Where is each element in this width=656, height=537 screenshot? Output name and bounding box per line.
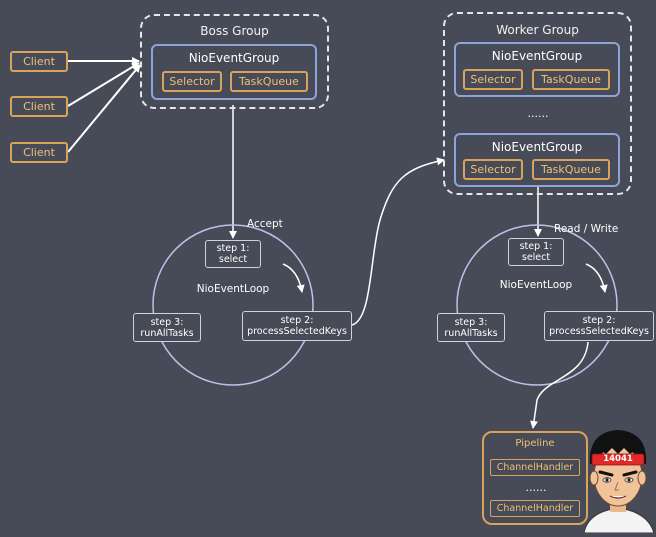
step-title: step 1: bbox=[519, 241, 553, 252]
worker-loop-label: NioEventLoop bbox=[499, 279, 573, 291]
cartoon-face-icon bbox=[583, 430, 655, 534]
boss-loop-circle bbox=[152, 224, 314, 386]
selector-box: Selector bbox=[463, 159, 523, 180]
worker-group-title: Worker Group bbox=[496, 23, 579, 37]
boss-step-1: step 1: select bbox=[205, 240, 261, 268]
boss-loop-direction-arrow bbox=[282, 263, 305, 293]
worker-step-3: step 3: runAllTasks bbox=[437, 313, 505, 342]
boss-step-2: step 2: processSelectedKeys bbox=[242, 311, 352, 341]
step-title: step 1: bbox=[216, 243, 250, 254]
boss-step-3: step 3: runAllTasks bbox=[133, 313, 201, 342]
pipeline-ellipsis: ...... bbox=[525, 481, 547, 494]
register-arrow bbox=[351, 157, 445, 326]
pipeline-box: Pipeline bbox=[482, 431, 588, 525]
worker-step-2: step 2: processSelectedKeys bbox=[544, 311, 654, 341]
channel-handler-2: ChannelHandler bbox=[490, 500, 580, 517]
selector-box: Selector bbox=[463, 69, 523, 90]
step-title: step 2: bbox=[280, 315, 314, 326]
client-box: Client bbox=[10, 96, 68, 117]
channel-handler-1: ChannelHandler bbox=[490, 459, 580, 476]
task-queue-box: TaskQueue bbox=[230, 71, 308, 92]
step-action: select bbox=[218, 254, 248, 265]
boss-loop-label: NioEventLoop bbox=[196, 283, 270, 295]
worker-loop-direction-arrow bbox=[585, 263, 608, 293]
boss-group: Boss Group bbox=[140, 14, 329, 109]
step-action: runAllTasks bbox=[140, 327, 194, 339]
headband-badge-text: 14041 bbox=[603, 454, 633, 464]
client-box: Client bbox=[10, 51, 68, 72]
client-3-arrow bbox=[67, 64, 141, 153]
step-action: processSelectedKeys bbox=[247, 326, 347, 337]
step-title: step 3: bbox=[454, 316, 488, 328]
pipeline-arrow bbox=[530, 341, 589, 429]
boss-group-title: Boss Group bbox=[200, 24, 269, 38]
worker-loop-circle bbox=[456, 224, 618, 386]
step-title: step 3: bbox=[150, 316, 184, 328]
accept-label: Accept bbox=[247, 218, 283, 230]
step-action: runAllTasks bbox=[444, 327, 498, 339]
step-title: step 2: bbox=[582, 315, 616, 326]
avatar: 14041 bbox=[580, 424, 656, 534]
worker-step-1: step 1: select bbox=[508, 238, 564, 266]
client-2-arrow bbox=[67, 62, 140, 107]
worker-group: Worker Group bbox=[443, 12, 632, 195]
task-queue-box: TaskQueue bbox=[532, 69, 610, 90]
event-group-title: NioEventGroup bbox=[491, 140, 583, 154]
task-queue-box: TaskQueue bbox=[532, 159, 610, 180]
read-write-label: Read / Write bbox=[554, 223, 619, 235]
event-group-title: NioEventGroup bbox=[188, 51, 280, 65]
pipeline-title: Pipeline bbox=[515, 438, 555, 449]
client-box: Client bbox=[10, 142, 68, 163]
selector-box: Selector bbox=[162, 71, 222, 92]
step-action: select bbox=[521, 252, 551, 263]
step-action: processSelectedKeys bbox=[549, 326, 649, 337]
event-group-title: NioEventGroup bbox=[491, 49, 583, 63]
worker-group-ellipsis: ...... bbox=[527, 107, 549, 120]
